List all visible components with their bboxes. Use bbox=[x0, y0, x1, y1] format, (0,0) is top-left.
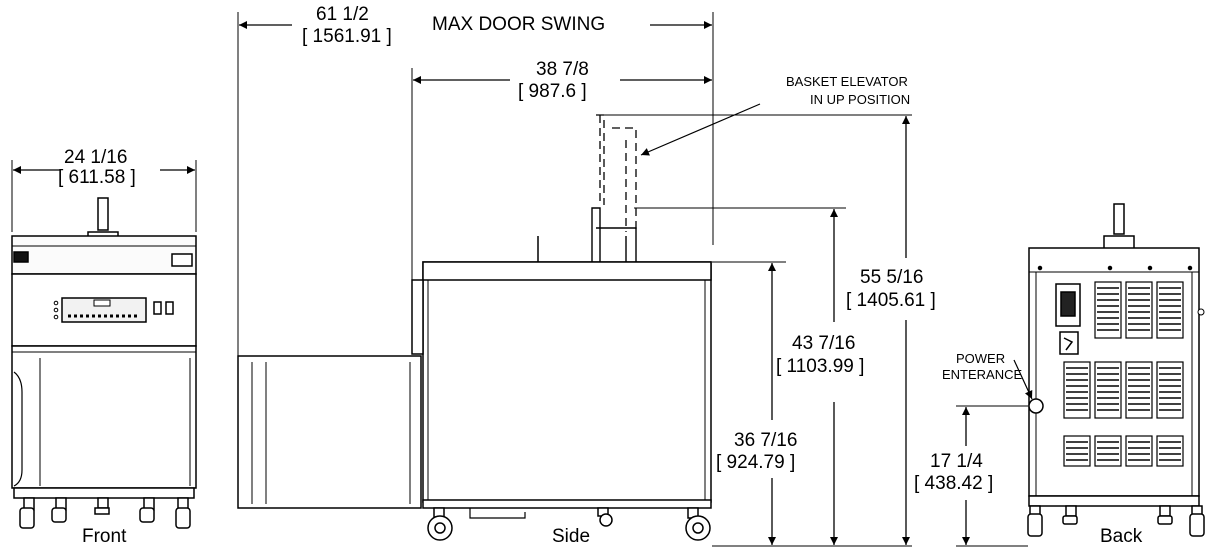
front-door-handle bbox=[13, 371, 23, 487]
front-cabinet bbox=[11, 345, 197, 489]
front-width-metric: [ 611.58 ] bbox=[58, 167, 136, 188]
basket-elevator-note-line1: BASKET ELEVATOR bbox=[786, 74, 908, 89]
back-screw-2 bbox=[1107, 265, 1113, 271]
front-top-panel bbox=[11, 235, 197, 275]
power-height-metric: [ 438.42 ] bbox=[914, 473, 994, 494]
side-base bbox=[422, 499, 712, 509]
front-right-slot bbox=[171, 253, 193, 267]
back-elevator-post bbox=[1113, 203, 1125, 235]
front-elevator-post bbox=[97, 197, 109, 231]
front-view-caption: Front bbox=[82, 526, 127, 547]
front-left-indicator bbox=[13, 251, 29, 263]
back-screw-3 bbox=[1147, 265, 1153, 271]
side-open-door bbox=[237, 355, 422, 509]
door-swing-imperial: 61 1/2 bbox=[316, 4, 369, 25]
basket-elevator-leader bbox=[640, 103, 761, 156]
back-view-caption: Back bbox=[1100, 526, 1143, 547]
side-top-rim bbox=[422, 261, 712, 281]
front-view bbox=[11, 160, 197, 529]
back-view bbox=[956, 203, 1205, 547]
back-elevator-bracket bbox=[1103, 235, 1135, 248]
elevator-up-height-metric: [ 1405.61 ] bbox=[846, 290, 936, 311]
front-width-imperial: 24 1/16 bbox=[64, 147, 128, 168]
work-height-imperial: 36 7/16 bbox=[734, 430, 798, 451]
back-power-entry bbox=[1028, 398, 1044, 414]
side-view-caption: Side bbox=[552, 526, 591, 547]
back-base bbox=[1028, 495, 1200, 507]
power-height-imperial: 17 1/4 bbox=[930, 451, 983, 472]
back-screw-1 bbox=[1037, 265, 1043, 271]
back-warning-symbol bbox=[1063, 337, 1074, 351]
back-vents bbox=[1063, 281, 1184, 467]
elevator-down-height-metric: [ 1103.99 ] bbox=[776, 356, 865, 377]
elevator-up-height-imperial: 55 5/16 bbox=[860, 267, 924, 288]
basket-elevator-note-line2: IN UP POSITION bbox=[810, 92, 911, 107]
side-casters bbox=[427, 507, 711, 541]
work-height-metric: [ 924.79 ] bbox=[716, 452, 796, 473]
front-led-2 bbox=[53, 307, 59, 313]
back-casters bbox=[1027, 505, 1205, 537]
back-screw-4 bbox=[1187, 265, 1193, 271]
side-drain-pipe bbox=[469, 508, 526, 519]
back-side-hole bbox=[1197, 308, 1205, 316]
back-warning-label bbox=[1059, 331, 1079, 355]
front-casters bbox=[19, 497, 191, 529]
power-note-line2: ENTERANCE bbox=[942, 367, 1023, 382]
side-elevator-up bbox=[596, 114, 637, 232]
door-swing-metric: [ 1561.91 ] bbox=[302, 26, 392, 47]
power-note-line1: POWER bbox=[956, 351, 1006, 366]
back-vent-slats bbox=[1066, 287, 1181, 461]
side-elevator-down bbox=[591, 207, 637, 262]
front-switch-left bbox=[153, 301, 162, 315]
side-view bbox=[237, 12, 912, 547]
side-body bbox=[422, 261, 712, 503]
front-led-3 bbox=[53, 314, 59, 320]
front-display bbox=[93, 299, 111, 307]
front-switch-right bbox=[165, 301, 174, 315]
elevator-down-height-imperial: 43 7/16 bbox=[792, 333, 856, 354]
back-breaker bbox=[1060, 291, 1076, 317]
front-base bbox=[13, 487, 195, 499]
door-swing-label: MAX DOOR SWING bbox=[432, 14, 606, 35]
front-led-1 bbox=[53, 300, 59, 306]
side-control-ledge bbox=[411, 279, 424, 355]
side-depth-metric: [ 987.6 ] bbox=[518, 81, 587, 102]
side-depth-imperial: 38 7/8 bbox=[536, 59, 589, 80]
power-entry-leader bbox=[1013, 359, 1033, 400]
